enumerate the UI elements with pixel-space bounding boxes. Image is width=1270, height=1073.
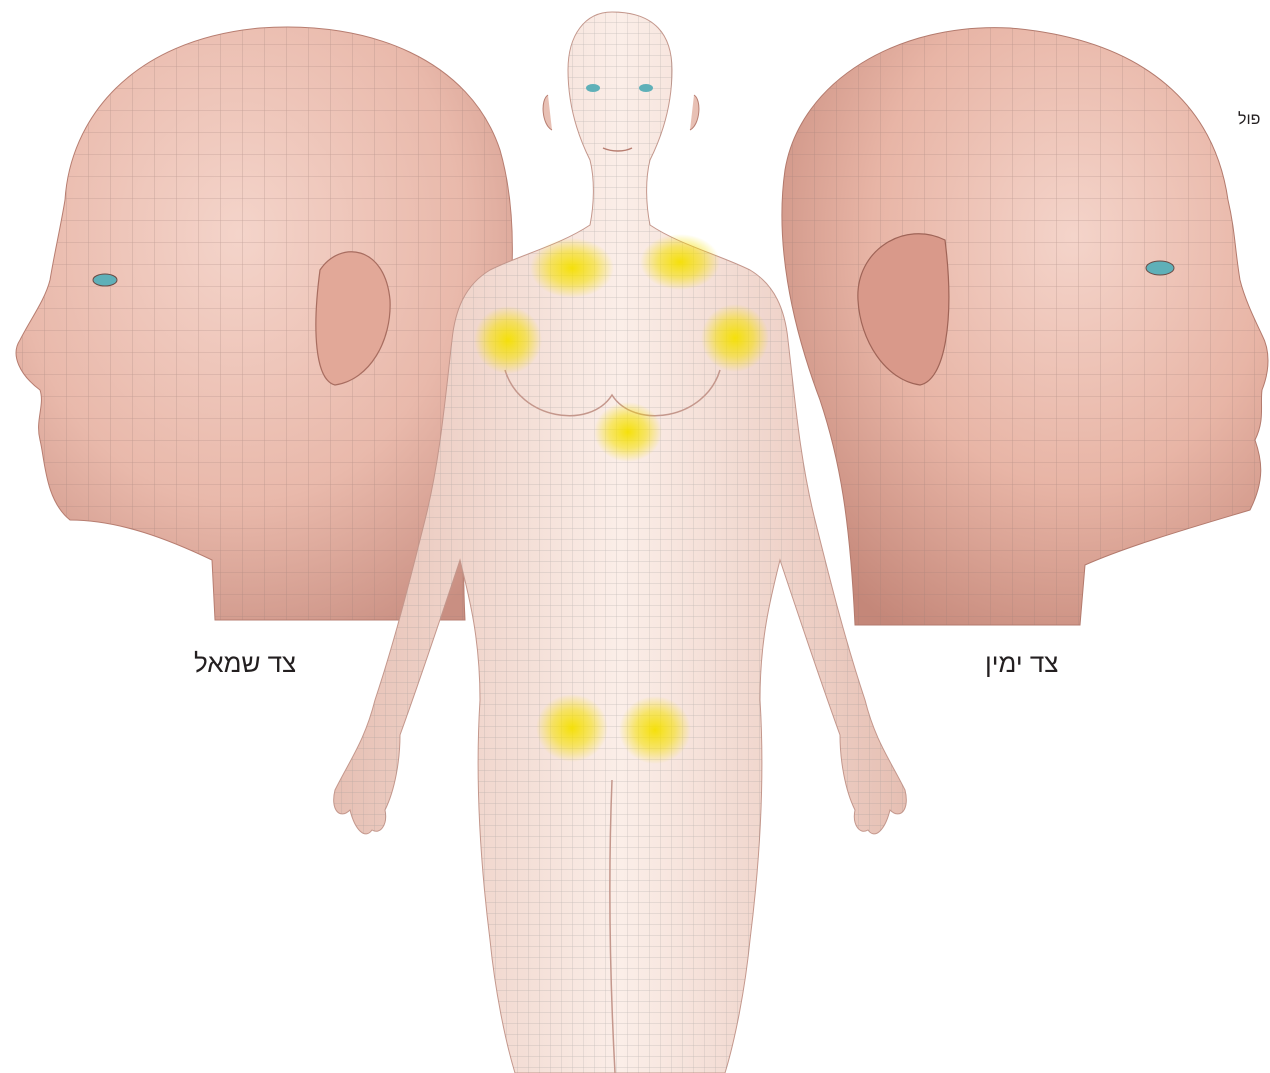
body-right-eye	[639, 84, 653, 92]
zone-sternum	[594, 402, 662, 462]
left-eye	[93, 274, 117, 286]
zone-groin-right	[619, 696, 691, 764]
body-left-ear	[543, 95, 552, 130]
right-profile-head	[782, 28, 1268, 625]
zone-neck-left	[530, 238, 614, 298]
zone-armpit-right	[701, 304, 769, 372]
zone-armpit-left	[474, 306, 542, 374]
left-side-label: צד שמאל	[194, 650, 296, 676]
body-right-ear	[690, 95, 699, 130]
edge-text-fragment: פול	[1238, 112, 1260, 128]
right-side-label: צד ימין	[985, 650, 1058, 676]
zone-groin-left	[536, 694, 608, 762]
body-left-eye	[586, 84, 600, 92]
right-eye	[1146, 261, 1174, 275]
zone-neck-right	[640, 234, 720, 290]
